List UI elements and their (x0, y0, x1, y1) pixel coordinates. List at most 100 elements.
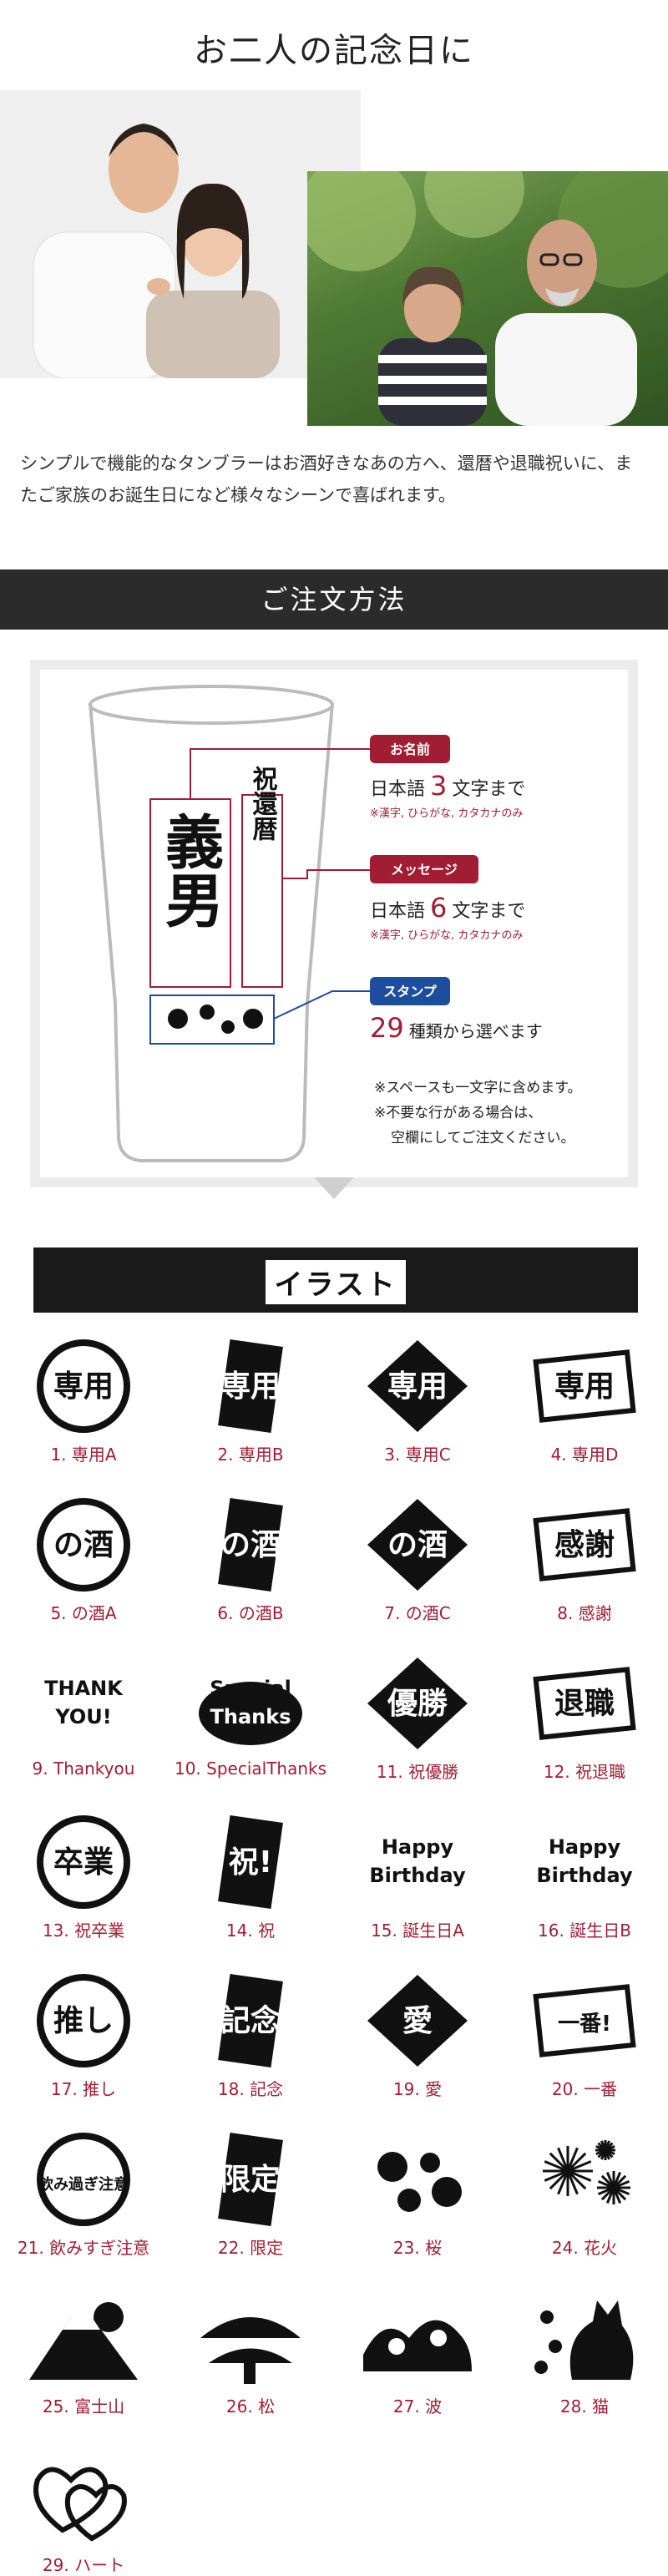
svg-text:感謝: 感謝 (554, 1528, 615, 1562)
illustration-label: 23. 桜 (392, 2238, 443, 2258)
svg-text:愛: 愛 (402, 2004, 433, 2038)
illustration-label: 10. SpecialThanks (174, 1759, 327, 1779)
senior-couple-photo (307, 171, 668, 426)
stamp-icon: の酒 (192, 1495, 309, 1595)
tumbler-outline (89, 685, 334, 1162)
svg-text:Thanks: Thanks (210, 1705, 291, 1728)
svg-text:の酒: の酒 (53, 1528, 114, 1562)
svg-text:専用: 専用 (554, 1369, 615, 1404)
stamp-icon: 愛 (359, 1971, 476, 2071)
svg-text:の酒: の酒 (220, 1528, 281, 1562)
illustration-label: 4. 専用D (550, 1445, 619, 1465)
fireworks-icon (526, 2129, 643, 2229)
illustration-label: 12. 祝退職 (543, 1762, 626, 1782)
illustration-label: 25. 富士山 (42, 2396, 125, 2417)
illustration-item[interactable]: の酒 7. の酒C (338, 1495, 497, 1624)
illustration-item[interactable]: 専用 3. 専用C (338, 1336, 497, 1465)
illustration-label: 13. 祝卒業 (42, 1921, 125, 1941)
illustration-label: 19. 愛 (392, 2079, 443, 2099)
illustration-label: 6. の酒B (217, 1603, 284, 1623)
stamp-icon: 優勝 (359, 1653, 476, 1754)
illustration-item[interactable]: 愛 19. 愛 (338, 1971, 497, 2100)
wave-icon (359, 2288, 476, 2388)
stamp-icon: 専用 (526, 1336, 643, 1436)
illustration-item[interactable]: 26. 松 (171, 2288, 330, 2417)
stamp-icon: 一番! (526, 1971, 643, 2071)
illustration-item[interactable]: 28. 猫 (505, 2288, 664, 2417)
illustration-label: 17. 推し (50, 2079, 117, 2099)
illustration-item[interactable]: 29. ハート (4, 2447, 163, 2576)
stamp-icon: 専用 (359, 1336, 476, 1436)
svg-text:優勝: 優勝 (387, 1687, 448, 1721)
message-note: ※漢字, ひらがな, カタカナのみ (370, 929, 523, 942)
stamp-icon: 限定 (192, 2129, 309, 2229)
svg-text:一番!: 一番! (558, 2012, 611, 2037)
svg-text:専用: 専用 (387, 1369, 448, 1404)
note-1: ※スペースも一文字に含めます。 (374, 1080, 582, 1096)
illustration-item[interactable]: 飲み過ぎ注意 21. 飲みすぎ注意 (4, 2129, 163, 2259)
stamp-icon: 推し (25, 1971, 142, 2071)
illustration-item[interactable]: 24. 花火 (505, 2129, 664, 2259)
illustration-label: 29. ハート (42, 2555, 125, 2575)
illustration-item[interactable]: の酒 6. の酒B (171, 1495, 330, 1624)
svg-text:専用: 専用 (53, 1369, 114, 1404)
down-arrow-icon (314, 1177, 354, 1199)
svg-text:推し: 推し (53, 2004, 114, 2038)
illustration-item[interactable]: 祝! 14. 祝 (171, 1812, 330, 1941)
illustration-item[interactable]: 25. 富士山 (4, 2288, 163, 2417)
stamp-icon: 退職 (526, 1653, 643, 1754)
illustration-label: 3. 専用C (384, 1445, 451, 1465)
illustration-item[interactable]: 27. 波 (338, 2288, 497, 2417)
illustration-item[interactable]: 感謝 8. 感謝 (505, 1495, 664, 1624)
illustration-item[interactable]: 専用 4. 専用D (505, 1336, 664, 1465)
illustration-label: 15. 誕生日A (371, 1921, 464, 1941)
illustration-label: 7. の酒C (384, 1603, 451, 1623)
svg-text:Birthday: Birthday (369, 1864, 466, 1887)
message-badge: メッセージ (391, 862, 458, 878)
illustration-item[interactable]: 一番!20. 一番 (505, 1971, 664, 2100)
couple-photo (0, 90, 361, 378)
illustration-item[interactable]: 23. 桜 (338, 2129, 497, 2259)
illustration-heading: イラスト (266, 1260, 406, 1304)
illustration-item[interactable]: 推し 17. 推し (4, 1971, 163, 2100)
illustration-item[interactable]: 限定 22. 限定 (171, 2129, 330, 2259)
illustration-label: 14. 祝 (225, 1921, 276, 1941)
illustration-label: 27. 波 (392, 2396, 443, 2417)
illustration-label: 8. 感謝 (557, 1603, 612, 1623)
svg-text:YOU!: YOU! (54, 1705, 111, 1728)
svg-text:退職: 退職 (554, 1687, 615, 1721)
svg-text:Happy: Happy (382, 1835, 454, 1859)
svg-text:祝!: 祝! (229, 1845, 272, 1880)
illustration-label: 22. 限定 (217, 2238, 284, 2258)
page-title: お二人の記念日に (194, 32, 474, 70)
sakura-stamp-icon (168, 1005, 263, 1034)
illustration-item[interactable]: 退職 12. 祝退職 (505, 1653, 664, 1783)
illustration-label: 28. 猫 (559, 2396, 610, 2417)
stamp-icon: 飲み過ぎ注意 (25, 2129, 142, 2229)
stamp-icon: の酒 (25, 1495, 142, 1595)
svg-text:専用: 専用 (220, 1369, 281, 1404)
engraved-message: 祝還暦 (248, 766, 278, 841)
svg-text:の酒: の酒 (387, 1528, 448, 1562)
engraved-name: 義男 (156, 812, 225, 929)
stamp-badge: スタンプ (383, 984, 438, 1000)
illustration-label: 9. Thankyou (32, 1759, 135, 1779)
svg-text:Birthday: Birthday (536, 1864, 633, 1887)
svg-text:Happy: Happy (549, 1835, 621, 1859)
illustration-label: 21. 飲みすぎ注意 (17, 2238, 150, 2258)
stamp-icon: 専用 (25, 1336, 142, 1436)
